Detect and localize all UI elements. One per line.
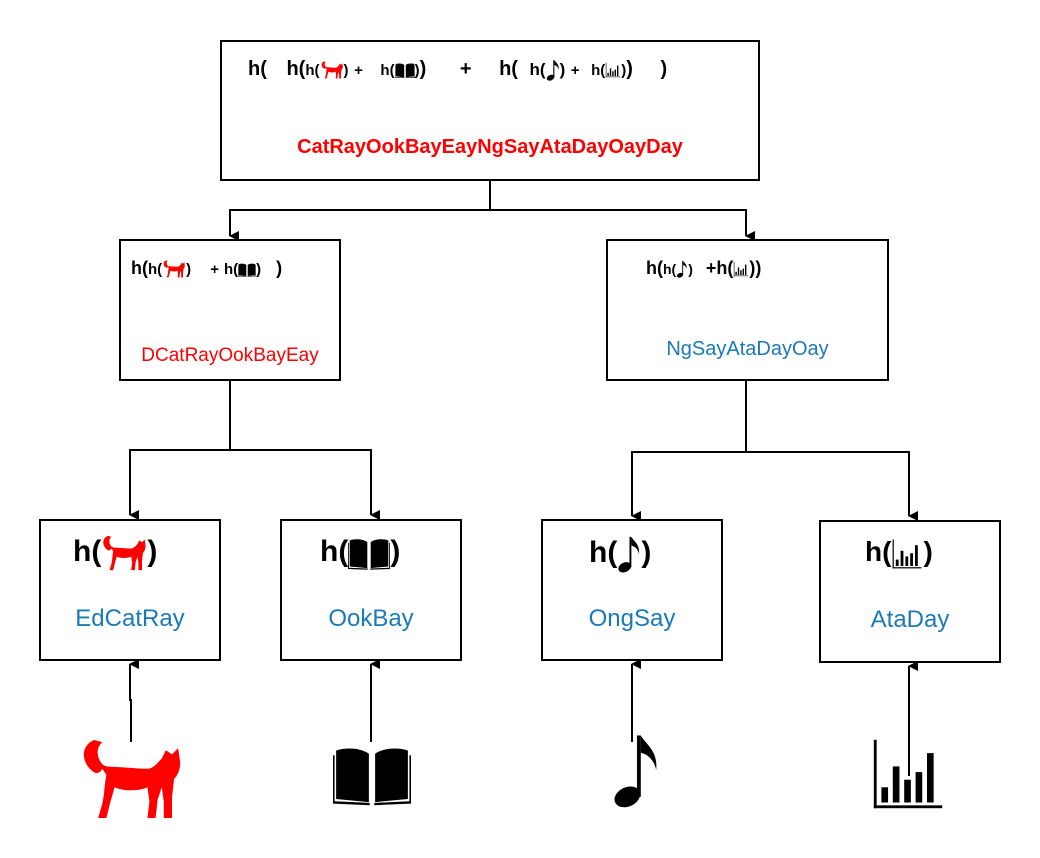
book-icon <box>395 62 415 78</box>
music-note-icon <box>617 535 641 573</box>
left-mid-hash-formula: h(h() + h() ) <box>131 258 283 278</box>
connector-cat-up <box>129 659 139 742</box>
bar-chart-icon <box>605 62 621 78</box>
leaf-cat-label: EdCatRay <box>75 605 185 632</box>
cat-icon <box>78 738 184 820</box>
connector-root-to-mids <box>229 181 491 241</box>
book-icon <box>238 262 256 277</box>
leaf-note-label: OngSay <box>588 605 676 632</box>
music-note-icon <box>612 730 660 810</box>
bar-chart-icon <box>891 538 923 570</box>
music-note-icon <box>676 260 688 278</box>
bar-chart-icon <box>870 736 946 812</box>
book-icon <box>348 536 390 570</box>
cat-icon <box>162 260 186 278</box>
connector-right-mid-to-chart <box>746 451 918 521</box>
connector-left-mid-to-cat <box>129 381 231 520</box>
leaf-chart-hash-formula: h() <box>865 536 933 570</box>
book-icon <box>333 740 411 808</box>
leaf-hash-box-chart: h() AtaDay <box>819 520 1001 663</box>
leaf-note-hash-formula: h() <box>589 535 651 573</box>
left-mid-hash-box: h(h() + h() ) DCatRayOokBayEay <box>119 239 341 381</box>
leaf-cat-hash-formula: h() <box>73 535 157 571</box>
leaf-hash-box-cat: h() EdCatRay <box>39 519 221 661</box>
bar-chart-icon <box>733 261 749 277</box>
right-mid-hash-formula: h(h() +h()) <box>646 258 762 278</box>
leaf-chart-label: AtaDay <box>870 606 950 633</box>
root-hash-box: h( h(h() + h()) + h( h() + h()) ) CatRay… <box>220 40 760 181</box>
left-mid-hash-label: DCatRayOokBayEay <box>141 345 319 366</box>
cat-icon <box>320 61 344 79</box>
connector-right-mid-to-note <box>631 381 747 521</box>
leaf-hash-box-book: h() OokBay <box>280 519 462 661</box>
root-hash-formula: h( h(h() + h()) + h( h() + h()) ) <box>248 58 668 81</box>
right-mid-hash-label: NgSayAtaDayOay <box>666 338 829 360</box>
leaf-book-hash-formula: h() <box>320 535 400 570</box>
cat-icon <box>101 535 147 571</box>
leaf-hash-box-note: h() OngSay <box>541 519 723 661</box>
right-mid-hash-box: h(h() +h()) NgSayAtaDayOay <box>606 239 889 381</box>
music-note-icon <box>546 59 560 81</box>
connector-root-to-right <box>490 209 755 241</box>
leaf-book-label: OokBay <box>328 605 414 632</box>
connector-left-mid-to-book <box>230 449 380 520</box>
root-hash-label: CatRayOokBayEayNgSayAtaDayOayDay <box>297 136 683 158</box>
